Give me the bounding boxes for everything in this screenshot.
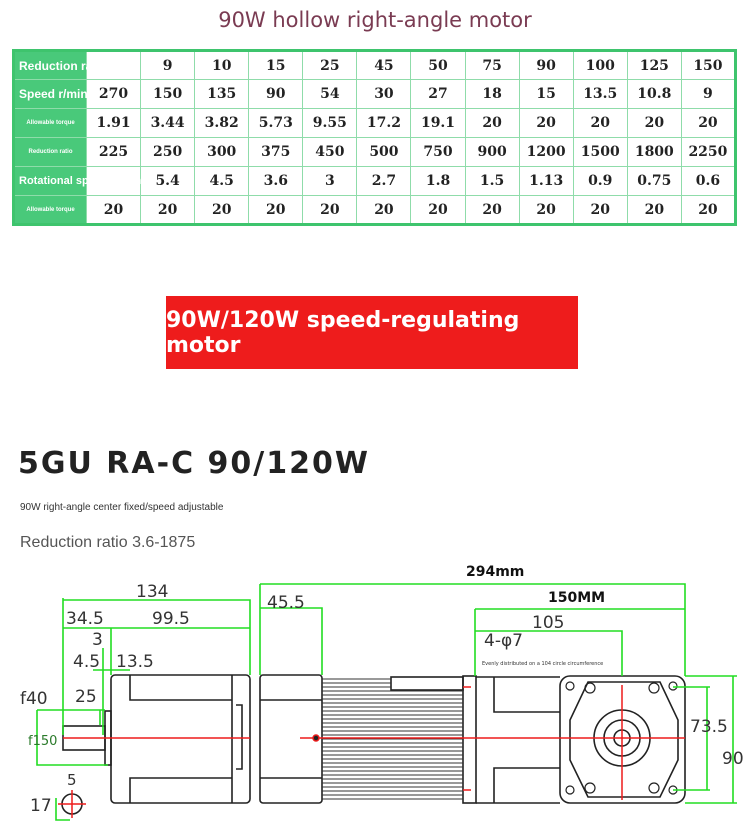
table-cell: 20 bbox=[248, 195, 304, 225]
row-label-text: Rotational speed (r/min) 6 bbox=[19, 175, 155, 187]
motor-side-body bbox=[110, 674, 251, 804]
model-subtitle: 90W right-angle center fixed/speed adjus… bbox=[20, 502, 224, 513]
table-cell: 20 bbox=[464, 195, 520, 225]
row-label: Reduction ratio 5 bbox=[13, 50, 117, 80]
row-label: Allowable torque bbox=[13, 195, 87, 225]
table-cell: 20 bbox=[626, 108, 682, 138]
dim-134: 134 bbox=[136, 582, 168, 602]
table-cell: 30 bbox=[356, 79, 412, 109]
row-label-text: Reduction ratio 5 bbox=[19, 58, 118, 73]
table-cell: 2.7 bbox=[356, 166, 412, 196]
table-cell: 9.55 bbox=[302, 108, 358, 138]
dim-73-5: 73.5 bbox=[690, 717, 728, 737]
dim-150mm: 150MM bbox=[548, 590, 605, 606]
dimension-lines bbox=[36, 583, 737, 821]
table-cell: 20 bbox=[356, 195, 412, 225]
section-title: 90W hollow right-angle motor bbox=[218, 8, 532, 32]
table-cell: 135 bbox=[194, 79, 250, 109]
table-cell: 750 bbox=[410, 137, 466, 167]
dim-4-5: 4.5 bbox=[73, 652, 100, 672]
dim-13-5: 13.5 bbox=[116, 652, 154, 672]
row-label-text: Allowable torque bbox=[26, 120, 75, 126]
dim-3: 3 bbox=[92, 630, 103, 650]
table-cell: 3.6 bbox=[248, 166, 304, 196]
table-cell: 20 bbox=[194, 195, 250, 225]
table-cell: 20 bbox=[518, 195, 574, 225]
table-cell: 150 bbox=[680, 50, 737, 80]
table-cell: 0.75 bbox=[626, 166, 682, 196]
table-cell: 0.6 bbox=[680, 166, 737, 196]
table-cell: 20 bbox=[680, 195, 737, 225]
table-cell: 1.8 bbox=[410, 166, 466, 196]
table-cell: 20 bbox=[302, 195, 358, 225]
table-cell: 20 bbox=[410, 195, 466, 225]
table-cell: 19.1 bbox=[410, 108, 466, 138]
cooling-fins bbox=[322, 678, 463, 800]
dim-25: 25 bbox=[75, 687, 97, 707]
dim-105: 105 bbox=[532, 613, 564, 633]
table-cell: 20 bbox=[680, 108, 737, 138]
table-cell: 20 bbox=[140, 195, 196, 225]
row-label: Reduction ratio bbox=[13, 137, 87, 167]
holes-note: Evenly distributed on a 104 circle circu… bbox=[482, 661, 603, 667]
table-cell: 4.5 bbox=[194, 166, 250, 196]
table-cell: 300 bbox=[194, 137, 250, 167]
center-lines bbox=[58, 685, 685, 818]
dim-f40: f40 bbox=[20, 689, 48, 709]
table-cell: 20 bbox=[518, 108, 574, 138]
table-cell: 25 bbox=[302, 50, 358, 80]
model-title: 5GU RA-C 90/120W bbox=[18, 446, 370, 481]
table-cell: 5.73 bbox=[248, 108, 304, 138]
section-banner: 90W/120W speed-regulating motor bbox=[166, 296, 578, 369]
dim-holes: 4-φ7 bbox=[484, 631, 523, 651]
table-cell: 2250 bbox=[680, 137, 737, 167]
table-cell: 375 bbox=[248, 137, 304, 167]
row-label-text: Reduction ratio bbox=[28, 149, 73, 155]
table-cell: 20 bbox=[464, 108, 520, 138]
row-label: Speed r/min bbox=[13, 79, 88, 109]
table-cell: 20 bbox=[85, 195, 142, 225]
table-cell: 17.2 bbox=[356, 108, 412, 138]
row-label: Allowable torque bbox=[13, 108, 87, 138]
table-cell: 1.5 bbox=[464, 166, 520, 196]
table-cell: 10.8 bbox=[626, 79, 682, 109]
table-cell: 90 bbox=[518, 50, 574, 80]
table-cell: 20 bbox=[626, 195, 682, 225]
reduction-ratio-range: Reduction ratio 3.6-1875 bbox=[20, 534, 196, 551]
dim-17: 17 bbox=[30, 796, 52, 816]
table-cell: 27 bbox=[410, 79, 466, 109]
dim-99-5: 99.5 bbox=[152, 609, 190, 629]
table-cell: 75 bbox=[464, 50, 520, 80]
table-cell: 450 bbox=[302, 137, 358, 167]
row-label-text: Allowable torque bbox=[26, 206, 75, 213]
table-cell: 3 bbox=[302, 166, 358, 196]
dim-34-5: 34.5 bbox=[66, 609, 104, 629]
table-cell: 90 bbox=[248, 79, 304, 109]
dim-90: 90 bbox=[722, 749, 744, 769]
table-cell: 20 bbox=[572, 195, 628, 225]
row-label-text: Speed r/min bbox=[19, 87, 88, 101]
table-cell: 1.91 bbox=[85, 108, 142, 138]
dim-45-5: 45.5 bbox=[267, 593, 305, 613]
table-cell: 1800 bbox=[626, 137, 682, 167]
dim-294: 294mm bbox=[466, 564, 524, 580]
table-cell: 54 bbox=[302, 79, 358, 109]
dim-5: 5 bbox=[67, 771, 77, 789]
table-cell: 1200 bbox=[518, 137, 574, 167]
table-cell bbox=[85, 166, 142, 196]
row-label: Rotational speed (r/min) 6 bbox=[13, 166, 154, 196]
dim-f150: f150 bbox=[28, 734, 57, 749]
table-cell: 15 bbox=[518, 79, 574, 109]
